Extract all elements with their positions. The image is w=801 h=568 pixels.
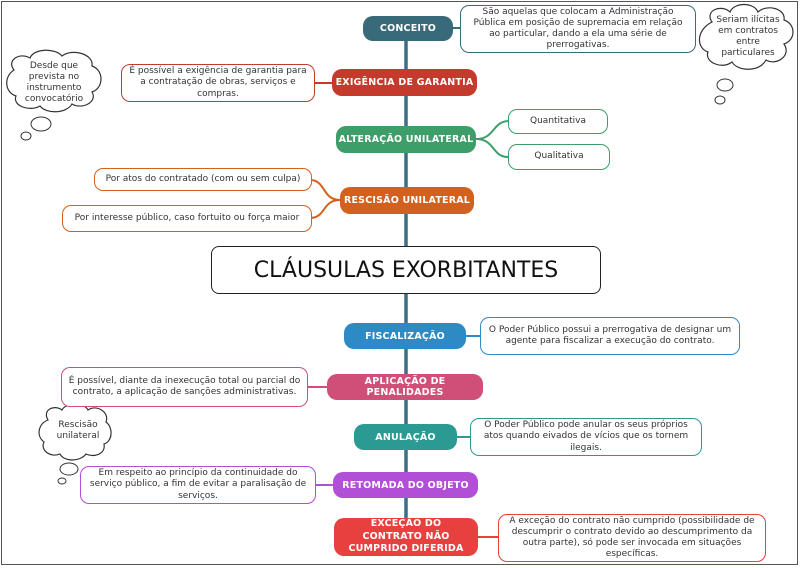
- central-title: CLÁUSULAS EXORBITANTES: [211, 246, 601, 294]
- item-rescisao-interesse-publico: Por interesse público, caso fortuito ou …: [62, 205, 312, 232]
- note-anulacao: O Poder Público pode anular os seus próp…: [470, 418, 702, 456]
- connector-rescisao-1: [309, 179, 341, 201]
- node-conceito[interactable]: CONCEITO: [363, 16, 453, 41]
- cloud-conceito-text: Seriam ilícitas em contratos entre parti…: [716, 15, 780, 58]
- node-anulacao[interactable]: ANULAÇÃO: [354, 424, 457, 450]
- node-fiscalizacao[interactable]: FISCALIZAÇÃO: [344, 323, 466, 349]
- item-alteracao-quantitativa: Quantitativa: [508, 109, 608, 134]
- connector-alteracao-quant: [475, 120, 509, 140]
- note-excecao-contrato: A exceção do contrato não cumprido (poss…: [498, 514, 766, 562]
- node-rescisao-unilateral[interactable]: RESCISÃO UNILATERAL: [340, 187, 474, 214]
- cloud-exigencia-text: Desde que prevista no instrumento convoc…: [24, 61, 84, 104]
- node-excecao-contrato[interactable]: EXCEÇÃO DO CONTRATO NÃO CUMPRIDO DIFERID…: [334, 518, 478, 556]
- item-alteracao-qualitativa: Qualitativa: [508, 144, 610, 170]
- note-conceito: São aquelas que colocam a Administração …: [460, 5, 696, 53]
- note-retomada-objeto: Em respeito ao princípio da continuidade…: [80, 466, 316, 504]
- cloud-conceito-shape: [698, 3, 794, 105]
- note-aplicacao-penalidades: É possível, diante da inexecução total o…: [61, 367, 308, 407]
- connector-alteracao-qual: [475, 138, 509, 158]
- node-alteracao-unilateral[interactable]: ALTERAÇÃO UNILATERAL: [336, 126, 476, 153]
- item-rescisao-atos-contratado: Por atos do contratado (com ou sem culpa…: [94, 168, 312, 191]
- note-fiscalizacao: O Poder Público possui a prerrogativa de…: [480, 317, 740, 355]
- node-retomada-objeto[interactable]: RETOMADA DO OBJETO: [333, 472, 478, 498]
- node-aplicacao-penalidades[interactable]: APLICAÇÃO DE PENALIDADES: [327, 374, 483, 400]
- node-exigencia-garantia[interactable]: EXIGÊNCIA DE GARANTIA: [332, 69, 477, 96]
- cloud-exigencia-shape: [6, 49, 102, 141]
- connector-rescisao-2: [309, 199, 341, 219]
- cloud-retomada-text: Rescisão unilateral: [56, 420, 100, 441]
- note-exigencia-garantia: É possível a exigência de garantia para …: [121, 64, 315, 102]
